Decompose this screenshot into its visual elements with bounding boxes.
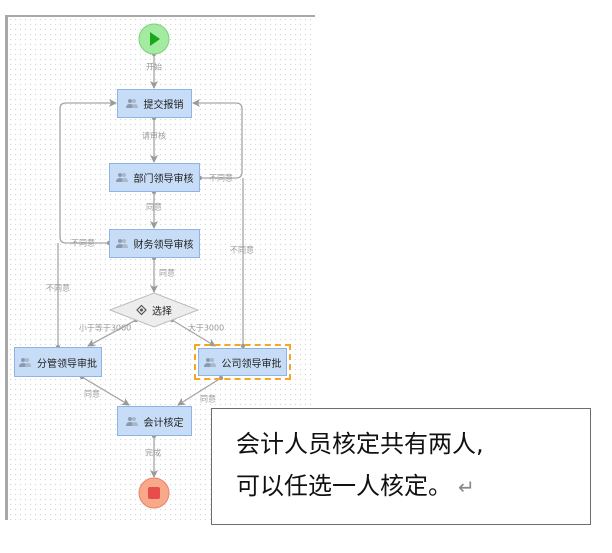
gateway-label: 选择: [136, 303, 172, 318]
start-node[interactable]: [138, 23, 170, 55]
end-node[interactable]: [138, 477, 170, 509]
edge-label: 不同意: [230, 245, 254, 255]
play-icon: [150, 32, 160, 46]
user-group-icon: [115, 173, 128, 182]
edge-label: 大于3000: [187, 323, 225, 333]
user-group-icon: [115, 239, 128, 248]
edge-label: 不同意: [46, 283, 70, 293]
user-group-icon: [125, 99, 138, 108]
node-finance-review[interactable]: 财务领导审核: [109, 229, 200, 258]
node-label: 提交报销: [143, 100, 184, 111]
edge-label: 同意: [200, 394, 216, 404]
gateway-shape[interactable]: [108, 292, 200, 328]
node-submit[interactable]: 提交报销: [117, 89, 192, 118]
node-label: 财务领导审核: [133, 240, 194, 251]
node-company-approval[interactable]: 公司领导审批: [194, 344, 291, 380]
user-group-icon: [203, 357, 216, 367]
node-branch-approval[interactable]: 分管领导审批: [14, 347, 102, 377]
edge-label: 不同意: [209, 173, 233, 183]
gateway-text: 选择: [152, 306, 172, 318]
edge-branch-accounting[interactable]: [81, 376, 130, 406]
paragraph-return-mark: ↵: [458, 475, 475, 499]
node-label: 公司领导审批: [221, 358, 282, 370]
edge-choice-company[interactable]: [171, 319, 216, 347]
edge-label: 完成: [145, 448, 161, 458]
user-group-icon: [125, 416, 138, 426]
edge-label: 请审核: [142, 131, 166, 141]
edge-label: 同意: [159, 268, 175, 278]
edge-label: 开始: [146, 62, 162, 72]
user-group-icon: [19, 357, 31, 367]
gateway-icon: [136, 304, 147, 316]
node-dept-review[interactable]: 部门领导审核: [109, 163, 200, 192]
edge-label: 同意: [146, 202, 162, 212]
callout-line-1: 会计人员核定共有两人,: [236, 430, 484, 458]
edge-dept-reject[interactable]: [192, 99, 243, 179]
edge-label: 不同意: [71, 238, 95, 248]
edge-choice-branch[interactable]: [87, 319, 137, 347]
callout-line-2: 可以任选一人核定。↵: [236, 465, 590, 508]
edge-company-accounting[interactable]: [177, 377, 222, 406]
callout-line-2-text: 可以任选一人核定。: [236, 472, 452, 500]
node-label: 会计核定: [143, 417, 184, 429]
edge-label: 小于等于3000: [78, 323, 132, 333]
annotation-callout: 会计人员核定共有两人, 可以任选一人核定。↵: [211, 408, 591, 525]
edge-label: 同意: [84, 389, 100, 399]
node-label: 部门领导审核: [133, 174, 194, 185]
node-label: 分管领导审批: [37, 358, 97, 370]
edge-finance-reject[interactable]: [59, 99, 117, 244]
node-accounting[interactable]: 会计核定: [117, 406, 192, 436]
stop-icon: [148, 487, 160, 499]
